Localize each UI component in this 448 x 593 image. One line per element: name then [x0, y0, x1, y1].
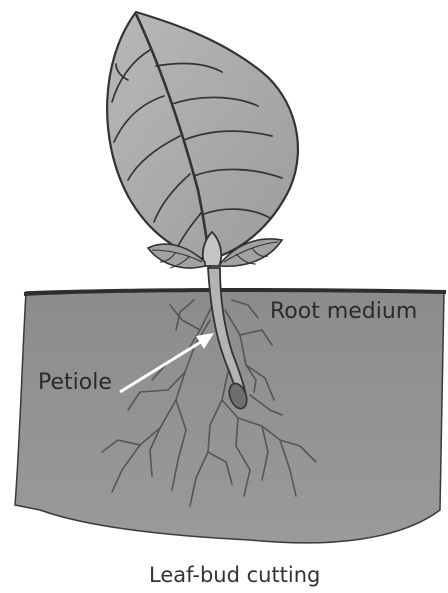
root-medium-block [15, 290, 444, 543]
petiole-label: Petiole [38, 372, 112, 394]
root-medium-label: Root medium [270, 301, 417, 323]
figure-caption: Leaf-bud cutting [149, 565, 320, 586]
